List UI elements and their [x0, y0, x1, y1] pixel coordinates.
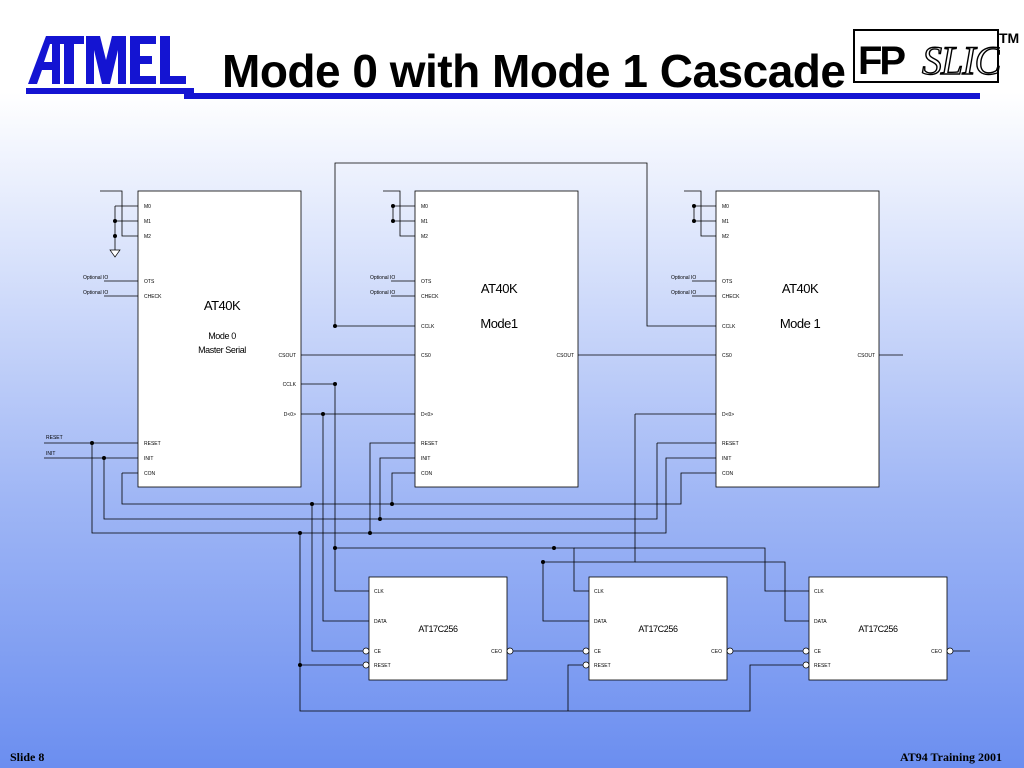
master-pin-reset: RESET — [144, 441, 161, 447]
fpga-master-name: AT40K — [204, 298, 241, 313]
eeprom-3-box — [808, 576, 948, 681]
slave2-pin-reset: RESET — [722, 441, 739, 447]
slave2-pin-m2: M2 — [722, 234, 729, 240]
slave2-pin-m1: M1 — [722, 219, 729, 225]
master-pin-con: CON — [144, 471, 156, 477]
slave1-pin-check: CHECK — [421, 294, 439, 300]
fpga-slave2-mode: Mode 1 — [780, 316, 821, 331]
optional-io-label: Optional IO — [671, 290, 696, 296]
eeprom-1-box — [368, 576, 508, 681]
fpga-slave2-name: AT40K — [782, 281, 819, 296]
optional-io-label: Optional IO — [370, 275, 395, 281]
fpga-master-mode: Mode 0 — [208, 331, 236, 341]
master-pin-ots: OTS — [144, 279, 155, 285]
svg-text:FP: FP — [858, 39, 905, 83]
course-label: AT94 Training 2001 — [899, 750, 1002, 764]
eeprom-3-pin-ce: CE — [814, 649, 822, 655]
eeprom-2-pin-data: DATA — [594, 619, 607, 625]
slave2-pin-m0: M0 — [722, 204, 729, 210]
fpga-master-box — [137, 190, 302, 488]
slave1-pin-ots: OTS — [421, 279, 432, 285]
eeprom-1-pin-reset: RESET — [374, 663, 391, 669]
eeprom-1-pin-ce: CE — [374, 649, 382, 655]
master-pin-csout: CSOUT — [279, 353, 297, 359]
svg-text:SLIC: SLIC — [922, 38, 1000, 83]
optional-io-label: Optional IO — [370, 290, 395, 296]
slave1-pin-d0: D<0> — [421, 412, 433, 418]
slave2-pin-cclk: CCLK — [722, 324, 736, 330]
master-pin-check: CHECK — [144, 294, 162, 300]
eeprom-2-pin-ceo: CEO — [711, 649, 722, 655]
fpslic-logo: FP SLIC — [853, 29, 1000, 84]
eeprom-1-pin-ceo: CEO — [491, 649, 502, 655]
master-pin-init: INIT — [144, 456, 153, 462]
eeprom-3-pin-data: DATA — [814, 619, 827, 625]
slave1-pin-cs0: CS0 — [421, 353, 431, 359]
slave1-pin-init: INIT — [421, 456, 430, 462]
optional-io-label: Optional IO — [671, 275, 696, 281]
eeprom-2-pin-ce: CE — [594, 649, 602, 655]
slave1-pin-m1: M1 — [421, 219, 428, 225]
eeprom-2-box — [588, 576, 728, 681]
slave1-pin-cclk: CCLK — [421, 324, 435, 330]
slave2-pin-check: CHECK — [722, 294, 740, 300]
fpga-slave1-mode: Mode1 — [480, 316, 518, 331]
fpga-slave2-box — [715, 190, 880, 488]
eeprom-1-pin-clk: CLK — [374, 589, 384, 595]
slave2-pin-con: CON — [722, 471, 734, 477]
slave1-pin-con: CON — [421, 471, 433, 477]
atmel-logo — [26, 36, 194, 94]
slave1-pin-reset: RESET — [421, 441, 438, 447]
master-pin-m0: M0 — [144, 204, 151, 210]
slave1-pin-m0: M0 — [421, 204, 428, 210]
external-init-label: INIT — [46, 451, 55, 457]
slave1-pin-m2: M2 — [421, 234, 428, 240]
optional-io-label: Optional IO — [83, 275, 108, 281]
master-pin-d0: D<0> — [284, 412, 296, 418]
slave2-pin-csout: CSOUT — [858, 353, 876, 359]
fpga-slave1-name: AT40K — [481, 281, 518, 296]
slave2-pin-cs0: CS0 — [722, 353, 732, 359]
title-underline — [184, 93, 980, 99]
master-pin-cclk: CCLK — [283, 382, 297, 388]
eeprom-3-name: AT17C256 — [858, 624, 898, 634]
fpga-master-mode-detail: Master Serial — [198, 345, 246, 355]
eeprom-2-pin-reset: RESET — [594, 663, 611, 669]
optional-io-label: Optional IO — [83, 290, 108, 296]
slave2-pin-d0: D<0> — [722, 412, 734, 418]
eeprom-3-pin-ceo: CEO — [931, 649, 942, 655]
master-pin-m2: M2 — [144, 234, 151, 240]
page-title: Mode 0 with Mode 1 Cascade — [222, 45, 846, 97]
eeprom-3-pin-reset: RESET — [814, 663, 831, 669]
eeprom-2-pin-clk: CLK — [594, 589, 604, 595]
eeprom-3-pin-clk: CLK — [814, 589, 824, 595]
slave2-pin-init: INIT — [722, 456, 731, 462]
eeprom-1-pin-data: DATA — [374, 619, 387, 625]
trademark-mark: TM — [999, 30, 1020, 46]
eeprom-1-name: AT17C256 — [418, 624, 458, 634]
slave1-pin-csout: CSOUT — [557, 353, 575, 359]
eeprom-2-name: AT17C256 — [638, 624, 678, 634]
slide-number: Slide 8 — [10, 750, 45, 764]
external-reset-label: RESET — [46, 435, 63, 441]
slave2-pin-ots: OTS — [722, 279, 733, 285]
fpga-slave1-box — [414, 190, 579, 488]
master-pin-m1: M1 — [144, 219, 151, 225]
